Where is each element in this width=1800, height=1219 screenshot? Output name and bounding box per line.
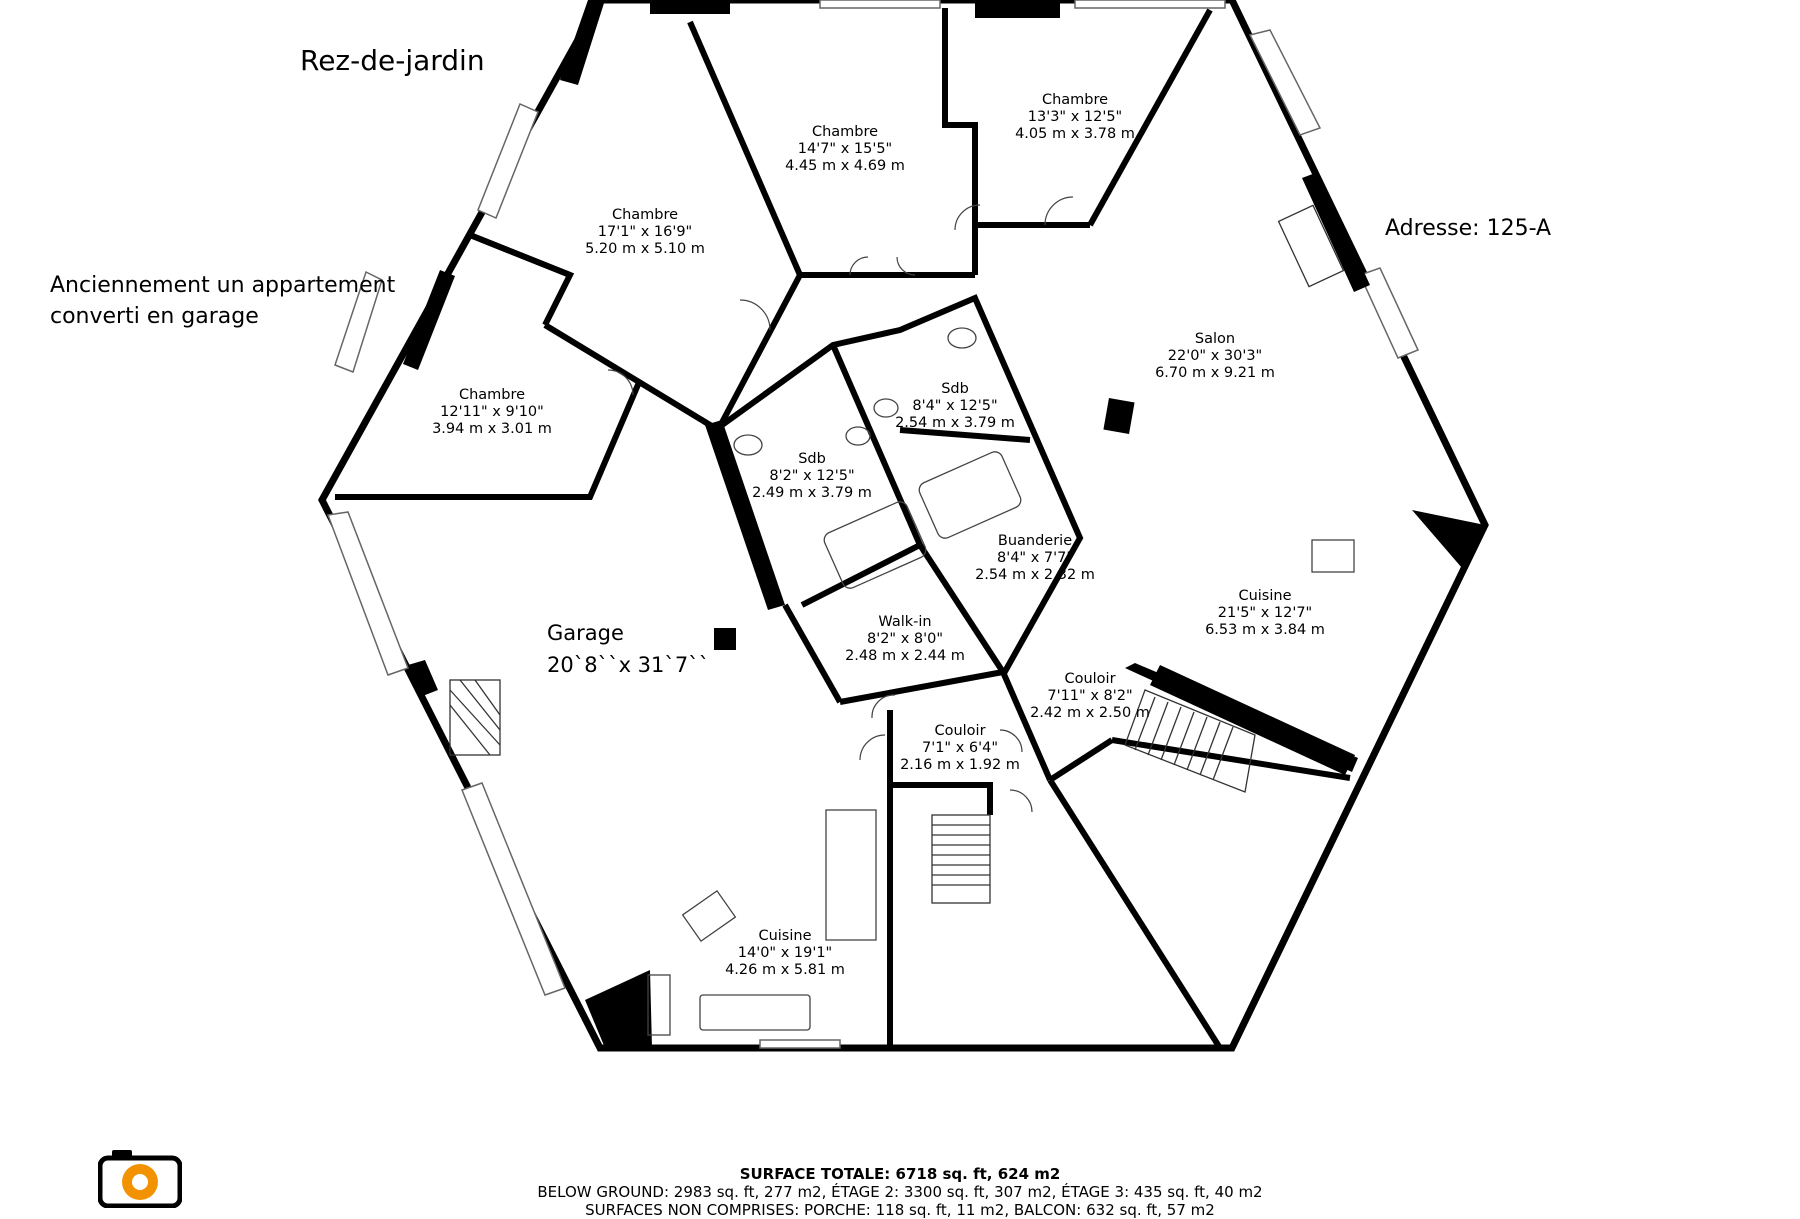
svg-text:Chambre: Chambre <box>459 387 525 403</box>
stove-icon <box>1311 539 1355 573</box>
remark-line2: converti en garage <box>50 304 259 329</box>
svg-text:13'3" x 12'5": 13'3" x 12'5" <box>1028 109 1122 125</box>
svg-text:4.45 m x 4.69 m: 4.45 m x 4.69 m <box>785 158 905 174</box>
svg-text:Sdb: Sdb <box>941 381 969 397</box>
svg-text:6.53 m x 3.84 m: 6.53 m x 3.84 m <box>1205 622 1325 638</box>
svg-text:12'11" x 9'10": 12'11" x 9'10" <box>440 404 544 420</box>
room-chambre-4: Chambre 12'11" x 9'10" 3.94 m x 3.01 m <box>432 387 552 437</box>
svg-text:5.20 m x 5.10 m: 5.20 m x 5.10 m <box>585 241 705 257</box>
svg-text:4.26 m x 5.81 m: 4.26 m x 5.81 m <box>725 962 845 978</box>
room-chambre-2: Chambre 13'3" x 12'5" 4.05 m x 3.78 m <box>1015 92 1135 142</box>
svg-text:Chambre: Chambre <box>812 124 878 140</box>
svg-text:2.16 m x 1.92 m: 2.16 m x 1.92 m <box>900 757 1020 773</box>
svg-text:8'4" x 7'7": 8'4" x 7'7" <box>997 550 1073 566</box>
svg-text:Salon: Salon <box>1195 331 1235 347</box>
room-couloir-1: Couloir 7'11" x 8'2" 2.42 m x 2.50 m <box>1030 671 1150 721</box>
stove-icon <box>681 889 737 943</box>
room-cuisine-1: Cuisine 21'5" x 12'7" 6.53 m x 3.84 m <box>1205 588 1325 638</box>
room-chambre-1: Chambre 14'7" x 15'5" 4.45 m x 4.69 m <box>785 124 905 174</box>
svg-text:20`8``x 31`7``: 20`8``x 31`7`` <box>547 653 709 677</box>
svg-text:4.05 m x 3.78 m: 4.05 m x 3.78 m <box>1015 126 1135 142</box>
stair-icon <box>449 204 1345 904</box>
room-buanderie: Buanderie 8'4" x 7'7" 2.54 m x 2.32 m <box>975 533 1095 583</box>
room-walk-in: Walk-in 8'2" x 8'0" 2.48 m x 2.44 m <box>845 614 965 664</box>
remark-line1: Anciennement un appartement <box>50 273 396 298</box>
address-note: Adresse: 125-A <box>1385 216 1551 241</box>
svg-text:Garage: Garage <box>547 621 624 645</box>
camera-logo-icon <box>98 1150 182 1208</box>
room-couloir-2: Couloir 7'1" x 6'4" 2.16 m x 1.92 m <box>900 723 1020 773</box>
wall-chunks <box>403 0 1485 1048</box>
fixtures <box>647 327 1355 1036</box>
sink-icon <box>845 426 871 446</box>
svg-text:Couloir: Couloir <box>1064 671 1115 687</box>
svg-text:6.70 m x 9.21 m: 6.70 m x 9.21 m <box>1155 365 1275 381</box>
toilet-icon <box>733 434 763 456</box>
svg-text:14'7" x 15'5": 14'7" x 15'5" <box>798 141 892 157</box>
svg-text:8'2" x 12'5": 8'2" x 12'5" <box>769 468 854 484</box>
svg-text:14'0" x 19'1": 14'0" x 19'1" <box>738 945 832 961</box>
svg-text:Chambre: Chambre <box>612 207 678 223</box>
svg-text:8'2" x 8'0": 8'2" x 8'0" <box>867 631 943 647</box>
room-garage: Garage 20`8``x 31`7`` <box>547 621 709 677</box>
svg-text:Buanderie: Buanderie <box>998 533 1072 549</box>
svg-text:7'1" x 6'4": 7'1" x 6'4" <box>922 740 998 756</box>
svg-text:Sdb: Sdb <box>798 451 826 467</box>
footer-level-breakdown: BELOW GROUND: 2983 sq. ft, 277 m2, ÉTAGE… <box>537 1183 1263 1201</box>
svg-text:7'11" x 8'2": 7'11" x 8'2" <box>1047 688 1132 704</box>
svg-text:2.54 m x 3.79 m: 2.54 m x 3.79 m <box>895 415 1015 431</box>
exterior-walls <box>318 0 1489 1052</box>
svg-text:2.42 m x 2.50 m: 2.42 m x 2.50 m <box>1030 705 1150 721</box>
toilet-icon <box>947 327 977 349</box>
svg-text:8'4" x 12'5": 8'4" x 12'5" <box>912 398 997 414</box>
footer-total-area: SURFACE TOTALE: 6718 sq. ft, 624 m2 <box>739 1165 1061 1183</box>
svg-text:Chambre: Chambre <box>1042 92 1108 108</box>
bathtub-icon <box>823 501 927 589</box>
bathtub-icon <box>918 451 1022 539</box>
sink-icon <box>873 398 899 418</box>
room-salon: Salon 22'0" x 30'3" 6.70 m x 9.21 m <box>1155 331 1275 381</box>
room-sdb-1: Sdb 8'4" x 12'5" 2.54 m x 3.79 m <box>895 381 1015 431</box>
svg-text:2.54 m x 2.32 m: 2.54 m x 2.32 m <box>975 567 1095 583</box>
svg-text:2.48 m x 2.44 m: 2.48 m x 2.44 m <box>845 648 965 664</box>
svg-text:Cuisine: Cuisine <box>1238 588 1291 604</box>
svg-text:Walk-in: Walk-in <box>878 614 931 630</box>
svg-text:Cuisine: Cuisine <box>758 928 811 944</box>
windows <box>326 0 1420 1049</box>
svg-text:2.49 m x 3.79 m: 2.49 m x 3.79 m <box>752 485 872 501</box>
svg-text:17'1" x 16'9": 17'1" x 16'9" <box>598 224 692 240</box>
interior-walls <box>335 8 1351 1050</box>
room-sdb-2: Sdb 8'2" x 12'5" 2.49 m x 3.79 m <box>752 451 872 501</box>
svg-text:Couloir: Couloir <box>934 723 985 739</box>
svg-text:22'0" x 30'3": 22'0" x 30'3" <box>1168 348 1262 364</box>
level-title: Rez-de-jardin <box>300 44 485 77</box>
room-chambre-3: Chambre 17'1" x 16'9" 5.20 m x 5.10 m <box>585 207 705 257</box>
footer-excluded-areas: SURFACES NON COMPRISES: PORCHE: 118 sq. … <box>585 1201 1215 1219</box>
room-cuisine-2: Cuisine 14'0" x 19'1" 4.26 m x 5.81 m <box>725 928 845 978</box>
svg-text:3.94 m x 3.01 m: 3.94 m x 3.01 m <box>432 421 552 437</box>
door-swing-icon <box>607 196 1074 813</box>
svg-text:21'5" x 12'7": 21'5" x 12'7" <box>1218 605 1312 621</box>
